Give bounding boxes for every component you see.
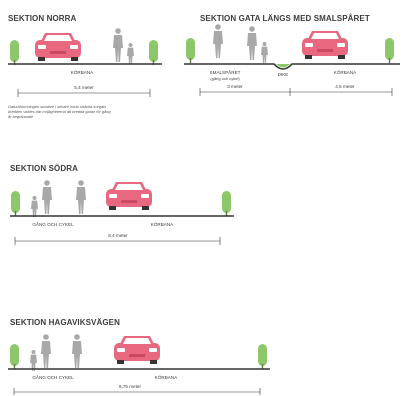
- adult-person-icon: [113, 28, 123, 62]
- adult-person-icon: [41, 334, 51, 368]
- child-person-icon: [30, 350, 37, 371]
- section-norra-title: SEKTION NORRA: [8, 14, 77, 23]
- car-icon: [106, 182, 152, 210]
- width-label: 3 meter: [227, 84, 243, 89]
- tree-icon: [149, 40, 158, 65]
- road-label: KÖRBANA: [150, 222, 174, 227]
- width-label: 4,5 meter: [335, 84, 355, 89]
- adult-person-icon: [76, 180, 86, 214]
- note-line: Gatuutformningen smalare i senare korta …: [8, 104, 107, 109]
- path-label: GÅNG OCH CYKEL: [32, 222, 74, 227]
- adult-person-icon: [72, 334, 82, 368]
- section-hagaviksvagen-drawing: [8, 334, 270, 395]
- tree-icon: [258, 344, 267, 369]
- adult-person-icon: [247, 26, 257, 60]
- tree-icon: [222, 191, 231, 216]
- child-person-icon: [31, 196, 38, 217]
- section-norra-drawing: [8, 28, 162, 97]
- section-gata-title: SEKTION GATA LÄNGS MED SMALSPÅRET: [200, 14, 370, 23]
- car-icon: [35, 33, 81, 61]
- adult-person-icon: [213, 24, 223, 58]
- tree-icon: [10, 344, 19, 369]
- child-person-icon: [127, 43, 134, 64]
- car-icon: [114, 336, 160, 364]
- note-line: bredden valdes där möjligheterna att bre…: [8, 109, 111, 114]
- ditch-grass: [276, 64, 290, 68]
- road-label: KÖRBANA: [333, 70, 357, 75]
- adult-person-icon: [42, 180, 52, 214]
- width-label: 9,75 meter: [119, 384, 141, 389]
- tree-icon: [11, 191, 20, 216]
- tree-icon: [10, 40, 19, 65]
- road-label: KÖRBANA: [154, 375, 178, 380]
- section-gata-drawing: [184, 24, 400, 96]
- car-icon: [302, 31, 348, 59]
- width-label: 8,4 meter: [108, 233, 128, 238]
- child-person-icon: [261, 42, 268, 63]
- path-label: SMALSPÅRET: [209, 70, 241, 75]
- ground-line: [184, 63, 400, 70]
- section-sodra-drawing: [10, 180, 234, 245]
- path-label: GÅNG OCH CYKEL: [32, 375, 74, 380]
- note-line: är begränsade: [8, 114, 34, 119]
- road-label: KÖRBANA: [70, 70, 94, 75]
- width-label: 5,4 meter: [74, 85, 94, 90]
- tree-icon: [186, 38, 195, 63]
- section-sodra-title: SEKTION SÖDRA: [10, 164, 78, 173]
- dike-label: DIKE: [277, 72, 289, 77]
- section-hagaviksvagen-title: SEKTION HAGAVIKSVÄGEN: [10, 318, 120, 327]
- path-sublabel: (gång och cykel): [210, 76, 240, 81]
- tree-icon: [385, 38, 394, 63]
